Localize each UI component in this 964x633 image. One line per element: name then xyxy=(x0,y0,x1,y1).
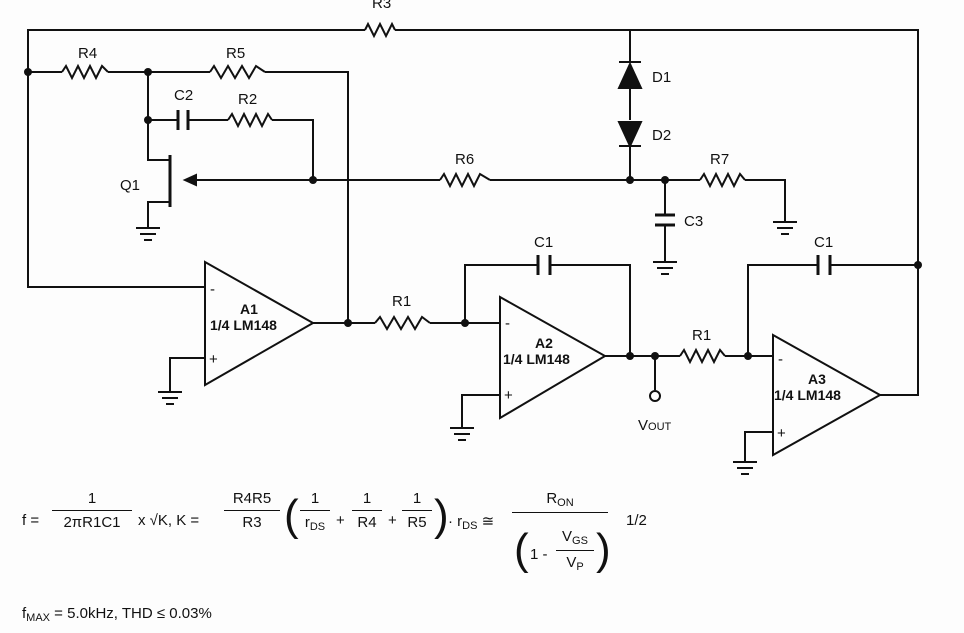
plus-sign: + xyxy=(777,425,786,442)
den: R4 xyxy=(357,514,377,531)
resistor-r4 xyxy=(61,63,109,81)
capacitor-c1-b xyxy=(816,255,832,275)
frac-rds: 1 rDS xyxy=(300,490,330,533)
diodes xyxy=(617,61,643,149)
num: 1 xyxy=(362,490,372,507)
num: 1 xyxy=(87,490,97,507)
label-q1: Q1 xyxy=(120,177,140,194)
label-r7: R7 xyxy=(710,151,729,168)
num: R4R5 xyxy=(232,490,272,507)
den: R5 xyxy=(407,514,427,531)
label-c1-a: C1 xyxy=(534,234,553,251)
label-c2: C2 xyxy=(174,87,193,104)
resistor-r6 xyxy=(439,171,491,189)
label-r1-b: R1 xyxy=(692,327,711,344)
jfet-q1 xyxy=(165,155,197,207)
diode-d1 xyxy=(617,61,643,89)
label-r6: R6 xyxy=(455,151,474,168)
num: 1 xyxy=(412,490,422,507)
num: RON xyxy=(546,490,574,509)
label-r1-a: R1 xyxy=(392,293,411,310)
resistor-r3 xyxy=(364,21,396,39)
vout-terminal xyxy=(649,390,661,402)
label-a3-part: 1/4 LM148 xyxy=(774,387,841,403)
minus-sign: - xyxy=(505,315,510,332)
label-r3: R3 xyxy=(372,0,391,12)
label-a2: A2 xyxy=(535,335,553,351)
label-a3: A3 xyxy=(808,371,826,387)
den: rDS xyxy=(304,514,326,533)
resistors xyxy=(61,21,746,365)
junction-dots xyxy=(24,68,922,360)
frac-ron: RON xyxy=(512,490,608,516)
wires xyxy=(27,29,919,462)
eq-rds: · rDS ≅ xyxy=(448,513,495,532)
capacitor-c1-a xyxy=(536,255,552,275)
minus-sign: - xyxy=(210,281,215,298)
diode-d2 xyxy=(617,121,643,149)
capacitor-c2 xyxy=(176,110,190,130)
label-r5: R5 xyxy=(226,45,245,62)
num: VGS xyxy=(562,528,588,547)
spec-line: fMAX = 5.0kHz, THD ≤ 0.03% xyxy=(22,605,212,624)
label-a2-part: 1/4 LM148 xyxy=(503,351,570,367)
frac-vgs-vp: VGS VP xyxy=(556,528,594,573)
den: R3 xyxy=(242,514,262,531)
resistor-r5 xyxy=(209,64,266,80)
eq-sqrt-k: x √K, K = xyxy=(138,512,200,529)
label-d2: D2 xyxy=(652,127,671,144)
ground-symbols xyxy=(136,221,797,475)
resistor-r7 xyxy=(699,171,746,189)
label-r2: R2 xyxy=(238,91,257,108)
opamp-a3 xyxy=(772,333,883,457)
opamp-a1 xyxy=(204,260,316,387)
den: 2πR1C1 xyxy=(63,514,121,531)
capacitors xyxy=(176,110,832,275)
label-a1-part: 1/4 LM148 xyxy=(210,317,277,333)
frac-f: 1 2πR1C1 xyxy=(52,490,132,531)
minus-sign: - xyxy=(778,351,783,368)
eq-f: f = xyxy=(22,512,40,529)
eq-one-minus: 1 - xyxy=(530,546,548,563)
plus-sign: + xyxy=(504,387,513,404)
label-r4: R4 xyxy=(78,45,97,62)
resistor-r1-b xyxy=(679,347,726,365)
plus-sign: + xyxy=(209,351,218,368)
den: VP xyxy=(566,554,584,573)
label-vout: VOUT xyxy=(638,417,672,434)
label-c3: C3 xyxy=(684,213,703,230)
op-amps xyxy=(204,260,883,457)
label-a1: A1 xyxy=(240,301,258,317)
label-d1: D1 xyxy=(652,69,671,86)
num: 1 xyxy=(310,490,320,507)
label-c1-b: C1 xyxy=(814,234,833,251)
resistor-r2 xyxy=(227,111,273,129)
opamp-a2 xyxy=(499,295,608,420)
eq-half: 1/2 xyxy=(626,512,647,529)
resistor-r1-a xyxy=(374,315,431,331)
capacitor-c3 xyxy=(655,213,675,227)
